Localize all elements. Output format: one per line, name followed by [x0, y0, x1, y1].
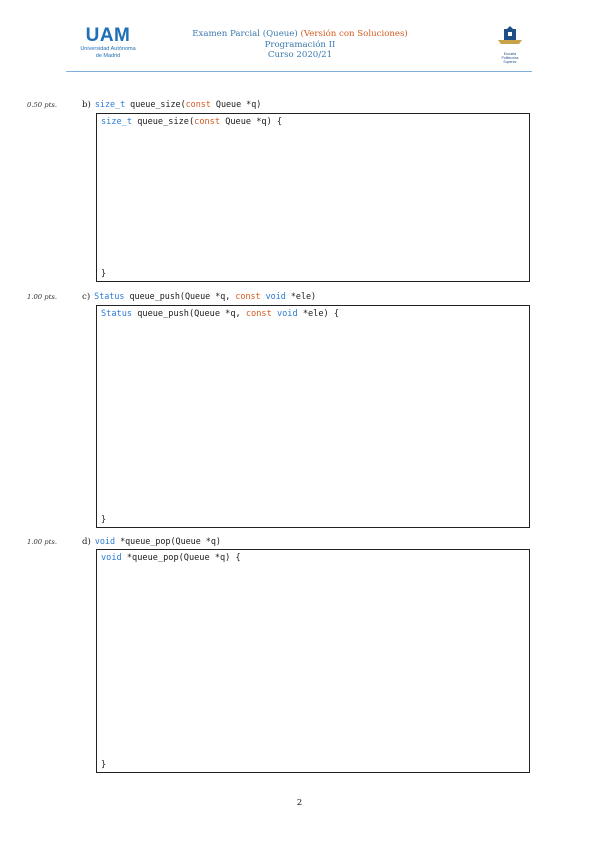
- code-text: *queue_pop(Queue *q) {: [121, 553, 241, 563]
- eps-caption-1: Escuela: [503, 52, 517, 56]
- answer-box-d[interactable]: void *queue_pop(Queue *q) { }: [96, 549, 530, 773]
- question-d-label: d)void *queue_pop(Queue *q): [82, 536, 221, 547]
- question-letter: b): [82, 100, 91, 110]
- exam-title: Examen Parcial (Queue) (Versión con Solu…: [180, 29, 420, 40]
- closing-brace: }: [101, 760, 107, 770]
- sig-text: *ele): [285, 291, 317, 301]
- uam-logo-subtitle-1: Universidad Autónoma: [80, 46, 136, 52]
- course-year: Curso 2020/21: [267, 50, 333, 60]
- uam-logo-subtitle-2: de Madrid: [95, 52, 121, 59]
- code-keyword: const: [245, 309, 272, 319]
- code-type: void: [101, 553, 122, 563]
- eps-caption-3: Superior: [503, 60, 517, 64]
- subject-name: Programación II: [264, 39, 336, 50]
- sig-text: queue_push(Queue *q,: [124, 291, 236, 301]
- exam-header: Examen Parcial (Queue) (Versión con Solu…: [180, 29, 420, 61]
- code-type: size_t: [101, 117, 133, 127]
- answer-code-header: size_t queue_size(const Queue *q) {: [101, 117, 282, 127]
- question-signature: Status queue_push(Queue *q, const void *…: [94, 291, 316, 301]
- sig-text: queue_size(: [125, 99, 186, 109]
- question-b-label: b)size_t queue_size(const Queue *q): [82, 99, 261, 110]
- code-keyword: void: [276, 309, 298, 319]
- sig-type: Status: [94, 291, 125, 301]
- eps-logo: Escuela Politécnica Superior: [490, 26, 530, 64]
- sig-text: *queue_pop(Queue *q): [115, 536, 221, 546]
- page-number: 2: [296, 798, 303, 808]
- question-d-points: 1.00 pts.: [27, 538, 58, 546]
- code-text: queue_size(: [132, 117, 195, 127]
- question-b-points: 0.50 pts.: [27, 101, 58, 109]
- question-letter: d): [82, 537, 91, 547]
- eps-logo-icon: [498, 26, 522, 44]
- sig-keyword: const: [185, 99, 211, 109]
- exam-title-text: Examen Parcial (Queue): [192, 29, 301, 39]
- question-signature: void *queue_pop(Queue *q): [95, 536, 221, 546]
- question-c-label: c)Status queue_push(Queue *q, const void…: [82, 291, 316, 302]
- uam-logo: UAM Universidad Autónoma de Madrid: [68, 26, 148, 59]
- sig-type: size_t: [94, 99, 126, 109]
- question-letter: c): [82, 292, 91, 302]
- code-text: queue_push(Queue *q,: [132, 309, 246, 319]
- answer-box-c[interactable]: Status queue_push(Queue *q, const void *…: [96, 305, 530, 528]
- header-rule: [66, 71, 532, 72]
- sig-keyword: void: [265, 291, 286, 301]
- eps-caption-2: Politécnica: [501, 56, 519, 60]
- uam-logo-text: UAM: [85, 25, 131, 46]
- answer-code-header: void *queue_pop(Queue *q) {: [101, 553, 241, 563]
- answer-code-header: Status queue_push(Queue *q, const void *…: [101, 309, 339, 319]
- code-text: Queue *q) {: [220, 117, 283, 127]
- question-c-points: 1.00 pts.: [27, 293, 58, 301]
- sig-keyword: const: [235, 291, 261, 301]
- answer-box-b[interactable]: size_t queue_size(const Queue *q) { }: [96, 113, 530, 282]
- closing-brace: }: [101, 269, 107, 279]
- code-text: *ele) {: [297, 309, 340, 319]
- closing-brace: }: [101, 515, 107, 525]
- solutions-tag: (Versión con Soluciones): [300, 29, 408, 39]
- question-signature: size_t queue_size(const Queue *q): [95, 99, 261, 109]
- sig-type: void: [94, 536, 116, 546]
- code-keyword: const: [194, 117, 221, 127]
- code-type: Status: [101, 309, 133, 319]
- sig-text: Queue *q): [210, 99, 262, 109]
